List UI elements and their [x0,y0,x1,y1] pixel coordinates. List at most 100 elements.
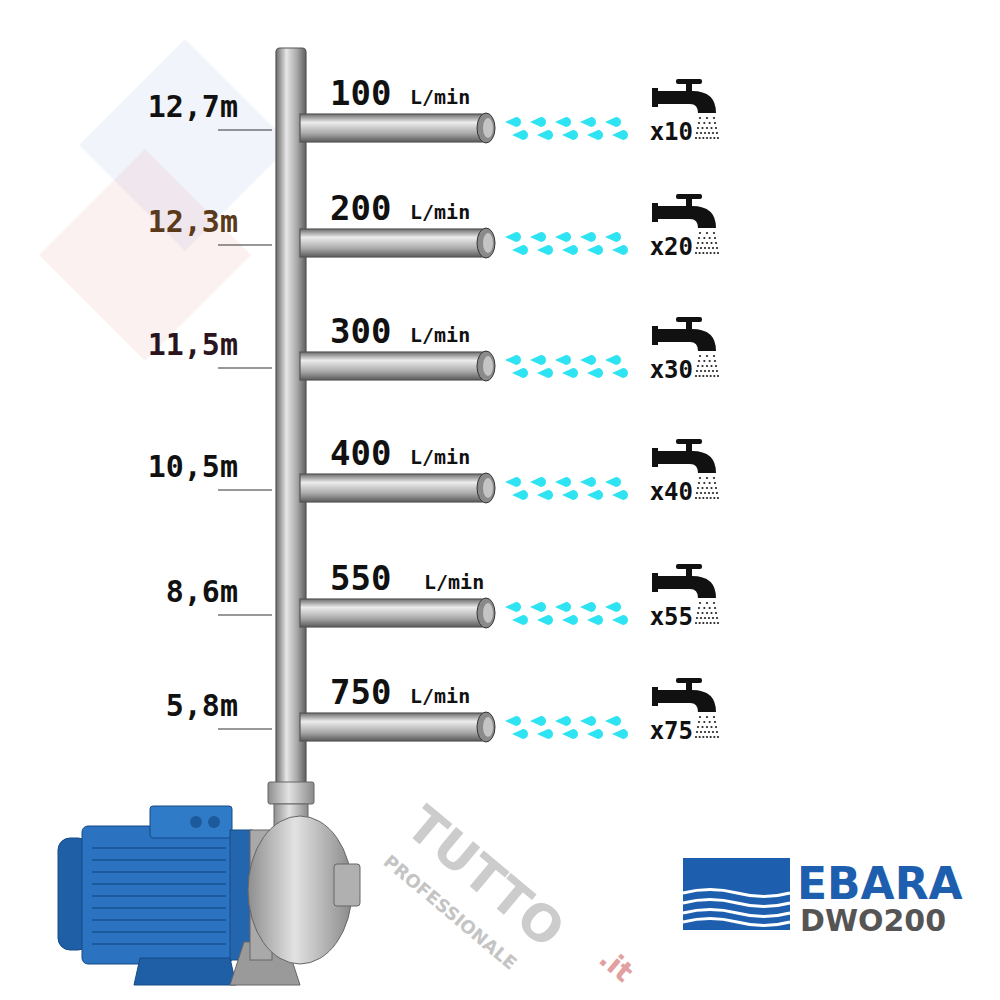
spray-dot [702,622,704,624]
pipe-outlet [483,478,493,498]
spray-dot [703,237,705,239]
tap-spout [656,451,716,473]
water-drop [505,477,521,487]
spray-dot [706,602,708,604]
water-drop [530,117,546,127]
tap-stem [686,83,692,92]
spray-dot [710,365,712,367]
tap-icon [652,678,716,712]
water-drop [512,490,528,500]
water-drop [505,232,521,242]
pipe-outlet [483,603,493,623]
spray-dot [712,247,714,249]
motor-fins [92,848,226,944]
height-label: 12,7m [148,92,238,122]
leader-line [218,728,272,729]
tap-spout [656,91,716,113]
water-drop [605,355,621,365]
spray-dot [708,370,710,372]
spray-dot [700,492,702,494]
spray-dot [701,242,703,244]
height-label: 8,6m [166,577,238,607]
water-drop [562,130,578,140]
water-drop [537,245,553,255]
water-drop [587,130,603,140]
spray-dot [706,736,708,738]
pipe-group [276,48,306,790]
water-drop [555,355,571,365]
water-drop [537,729,553,739]
spray-dot [710,242,712,244]
spray-dot [713,252,715,254]
water-drop [562,368,578,378]
logo-wave [683,919,790,926]
spray-dot [699,716,701,718]
pipe-cap [477,712,495,742]
flow-unit: L/min [410,447,470,467]
spray-dot [713,736,715,738]
leader-line [218,489,272,490]
spray-dot [710,726,712,728]
spray-dot [714,360,716,362]
spray-dot [702,137,704,139]
spray-dot [706,252,708,254]
spray-dot [706,365,708,367]
tap-stem [686,443,692,452]
tap-count: x55 [650,605,693,629]
branch-pipe [300,713,482,741]
spray-dot [709,237,711,239]
spray-dot [704,731,706,733]
spray-dot [696,617,698,619]
spray-dot [710,127,712,129]
spray-dot [717,497,719,499]
tap-count: x30 [650,358,693,382]
spray-dot [706,137,708,139]
spray-dot [715,726,717,728]
branch-pipe [300,599,482,627]
water-drop [612,245,628,255]
water-drop [562,245,578,255]
cable-gland [208,816,220,828]
spray-dot [715,242,717,244]
logo-wave [683,900,790,907]
water-drop [530,477,546,487]
flow-unit: L/min [410,202,470,222]
spray-dot [699,375,701,377]
water-drop [512,130,528,140]
spray-dot [698,122,700,124]
water-drop [580,232,596,242]
spray-dot [696,370,698,372]
water-drop [605,602,621,612]
spray-dot [714,607,716,609]
spray-dot [697,242,699,244]
water-drop [580,716,596,726]
spray-dot [699,736,701,738]
spray-dot [712,731,714,733]
spray-dot [710,252,712,254]
water-drop [562,490,578,500]
logo-wave [683,910,790,917]
spray-dot [706,487,708,489]
leader-line [218,367,272,368]
flow-rate: 300 [330,314,391,348]
spray-dot [695,252,697,254]
spray-dot [699,497,701,499]
spray-dot [708,731,710,733]
water-drop [512,245,528,255]
spray-dot [714,482,716,484]
spray-dot [716,731,718,733]
water-drop [612,615,628,625]
flow-rate: 200 [330,191,391,225]
water-drop [612,729,628,739]
spray-dot [713,622,715,624]
spray-dot [699,355,701,357]
spray-dot [701,365,703,367]
water-drop [555,716,571,726]
spray-dot [701,487,703,489]
spray-dot [708,132,710,134]
spray-dot [706,497,708,499]
spray-dot [704,370,706,372]
spray-dot [706,612,708,614]
spray-dot [714,721,716,723]
